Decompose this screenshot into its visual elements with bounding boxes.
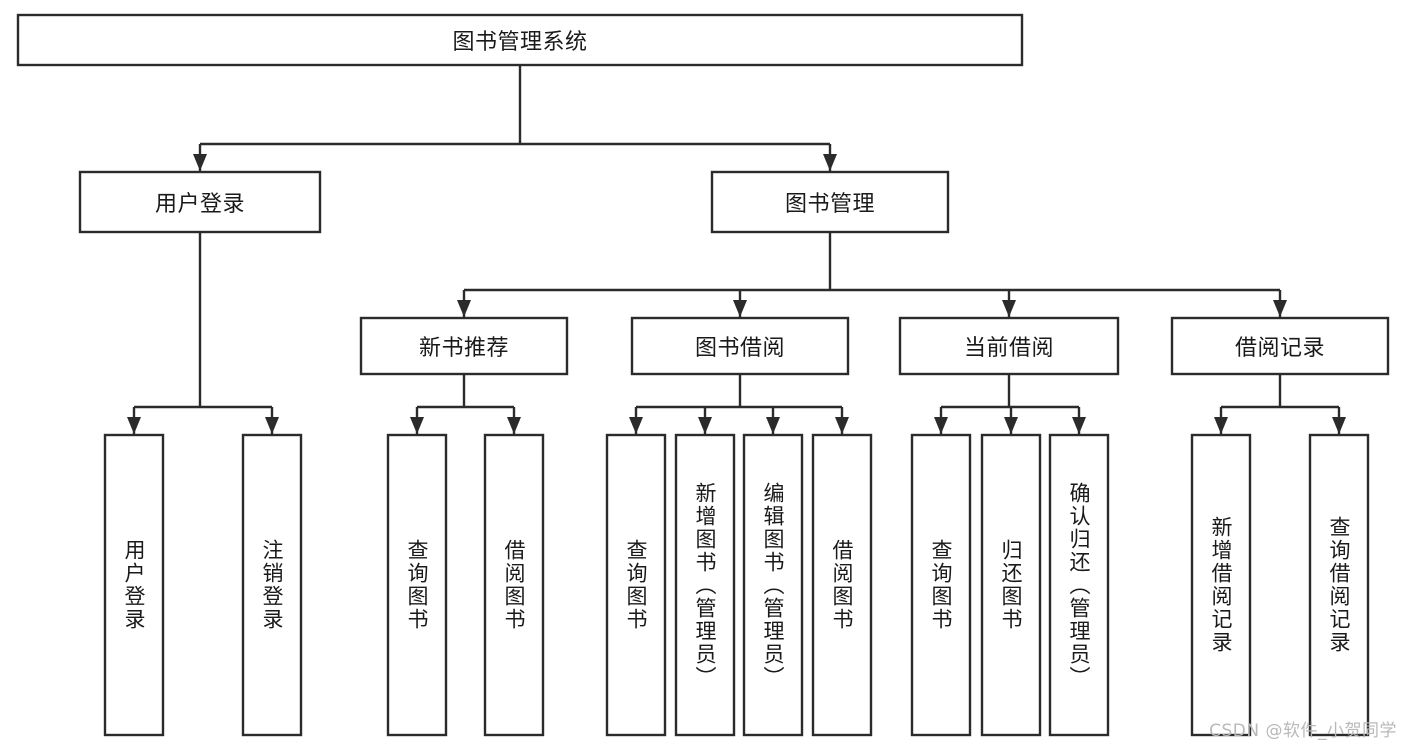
arrow-head-icon bbox=[698, 417, 712, 434]
node-book-manage[interactable] bbox=[710, 170, 950, 234]
arrow-head-icon bbox=[507, 417, 521, 434]
node-leaf-query-record[interactable] bbox=[1308, 433, 1370, 737]
node-leaf-user-login[interactable] bbox=[103, 433, 165, 737]
node-leaf-edit-book[interactable] bbox=[742, 433, 804, 737]
node-book-borrow[interactable] bbox=[630, 316, 850, 376]
arrow-head-icon bbox=[410, 417, 424, 434]
arrow-head-icon bbox=[823, 154, 837, 171]
node-leaf-return-book[interactable] bbox=[980, 433, 1042, 737]
node-borrow-record[interactable] bbox=[1170, 316, 1390, 376]
arrow-head-icon bbox=[1332, 417, 1346, 434]
arrow-head-icon bbox=[1072, 417, 1086, 434]
arrow-head-icon bbox=[934, 417, 948, 434]
node-leaf-borrow-book-2[interactable] bbox=[811, 433, 873, 737]
nodes-layer bbox=[16, 13, 1390, 737]
node-leaf-logout[interactable] bbox=[241, 433, 303, 737]
arrow-head-icon bbox=[1273, 300, 1287, 317]
node-leaf-query-book-1[interactable] bbox=[386, 433, 448, 737]
arrow-head-icon bbox=[193, 154, 207, 171]
arrow-head-icon bbox=[1002, 300, 1016, 317]
arrow-head-icon bbox=[1004, 417, 1018, 434]
arrow-head-icon bbox=[835, 417, 849, 434]
node-current-borrow[interactable] bbox=[898, 316, 1120, 376]
arrow-head-icon bbox=[265, 417, 279, 434]
node-leaf-query-book-3[interactable] bbox=[910, 433, 972, 737]
node-user-login[interactable] bbox=[78, 170, 322, 234]
watermark-text: CSDN @软件_小贺同学 bbox=[1209, 721, 1397, 741]
node-leaf-add-record[interactable] bbox=[1190, 433, 1252, 737]
arrow-head-icon bbox=[766, 417, 780, 434]
arrow-head-icon bbox=[127, 417, 141, 434]
node-root[interactable] bbox=[16, 13, 1024, 67]
node-new-book-rec[interactable] bbox=[359, 316, 569, 376]
edges-layer bbox=[127, 65, 1346, 434]
node-leaf-add-book[interactable] bbox=[674, 433, 736, 737]
arrow-head-icon bbox=[1214, 417, 1228, 434]
node-leaf-confirm-return[interactable] bbox=[1048, 433, 1110, 737]
arrow-head-icon bbox=[629, 417, 643, 434]
node-leaf-query-book-2[interactable] bbox=[605, 433, 667, 737]
arrow-head-icon bbox=[733, 300, 747, 317]
arrow-head-icon bbox=[457, 300, 471, 317]
node-leaf-borrow-book-1[interactable] bbox=[483, 433, 545, 737]
